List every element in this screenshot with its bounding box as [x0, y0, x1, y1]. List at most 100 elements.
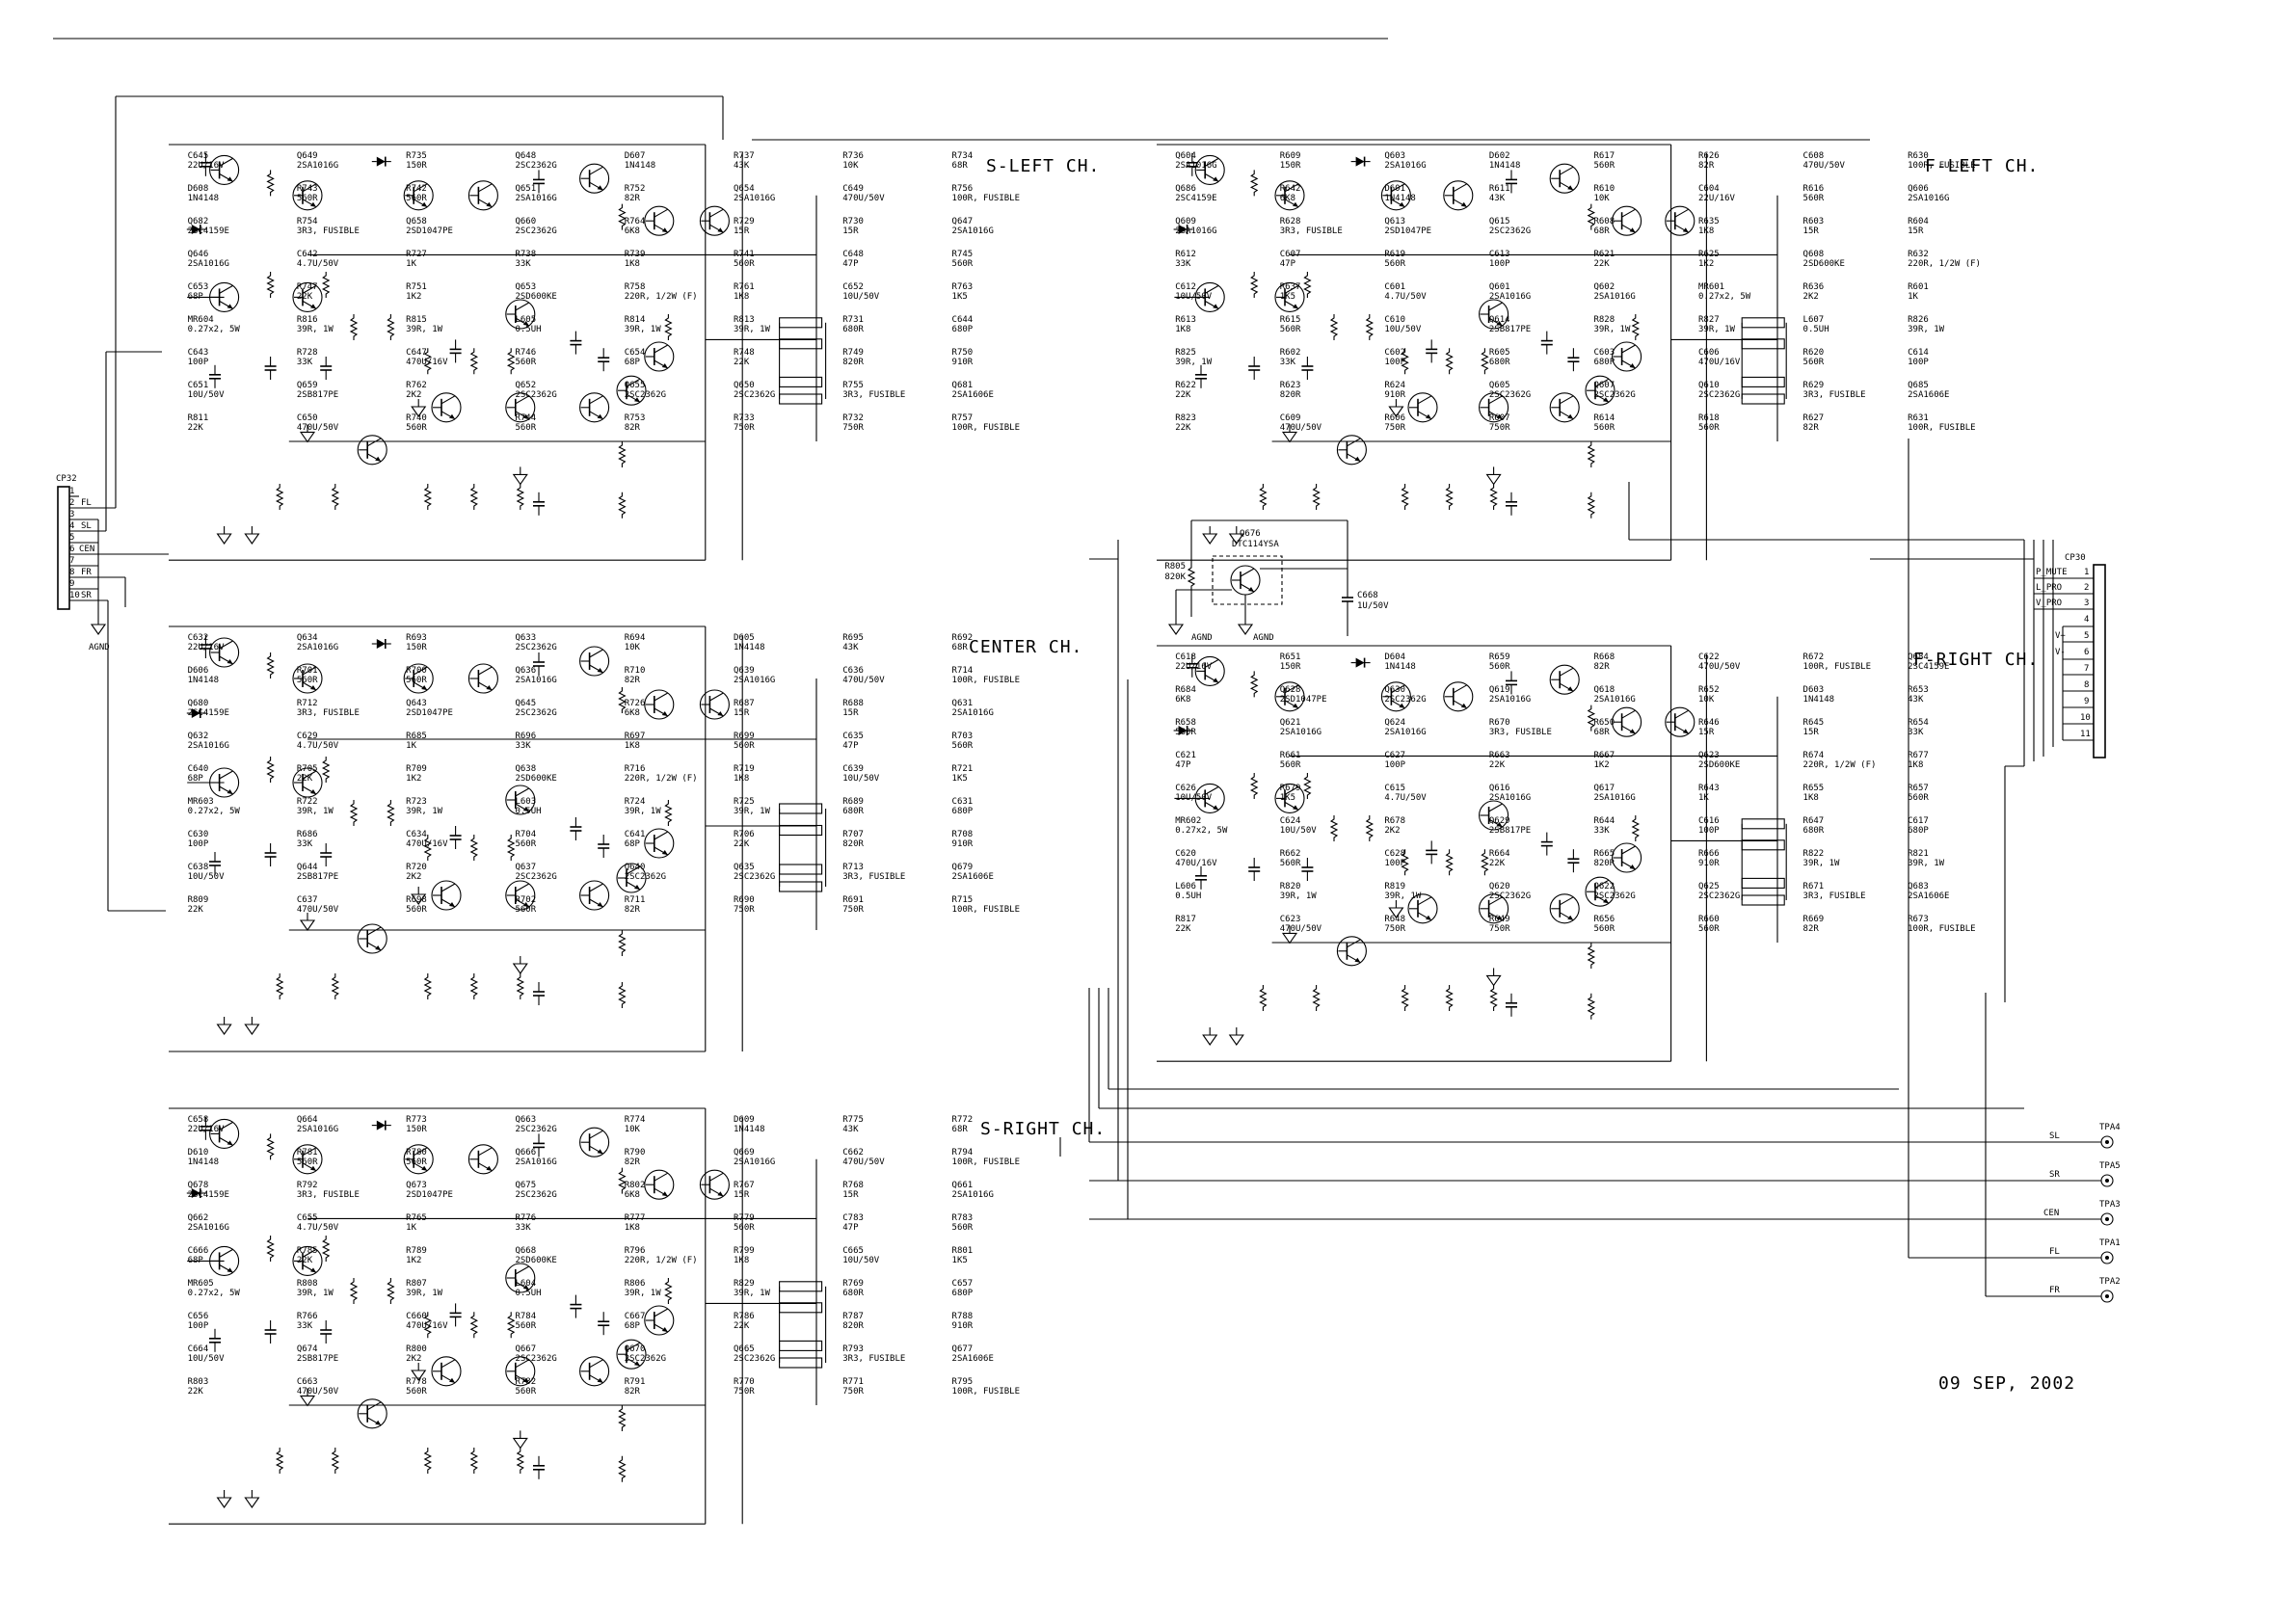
part-value: 2SA1016G	[952, 1190, 994, 1200]
part-ref: Q654	[734, 184, 755, 194]
cp30-pin-number: 5	[2084, 631, 2089, 641]
part-value: 10K	[625, 643, 641, 652]
part-ref: Q623	[1698, 751, 1720, 760]
resistor	[664, 799, 672, 827]
cp30-pin-number: 11	[2080, 730, 2091, 739]
part-ref: R617	[1593, 151, 1615, 161]
channel-title-s-left: S-LEFT CH.	[986, 156, 1100, 176]
part-ref: R789	[406, 1246, 427, 1256]
part-value: 560R	[1280, 859, 1301, 868]
part-ref: R726	[625, 699, 646, 708]
part-value: 22K	[297, 292, 313, 302]
part-value: 2SA1016G	[515, 676, 556, 685]
part-value: 68P	[188, 774, 204, 784]
transistor	[699, 205, 731, 236]
part-value: 560R	[1175, 728, 1196, 737]
transistor	[578, 646, 610, 677]
part-value: 2SC2362G	[515, 1354, 556, 1364]
cp32-pin-number: 9	[69, 579, 74, 589]
part-value: 10U/50V	[842, 1256, 880, 1265]
output-resistor	[779, 393, 823, 405]
part-value: 47P	[842, 1223, 859, 1233]
part-ref: R828	[1593, 315, 1615, 325]
part-value: 680R	[842, 325, 864, 334]
part-ref: C639	[842, 764, 864, 774]
resistor	[1632, 814, 1640, 842]
capacitor	[263, 842, 278, 867]
part-ref: R755	[842, 381, 864, 390]
part-value: 39R, 1W	[1384, 891, 1422, 901]
part-value: 15R	[734, 1190, 750, 1200]
part-value: 3R3, FUSIBLE	[297, 708, 360, 718]
part-ref: C783	[842, 1213, 864, 1223]
transistor	[643, 1169, 675, 1200]
part-value: 680R	[1803, 826, 1825, 836]
part-ref: R808	[297, 1279, 318, 1289]
part-ref: R684	[1175, 685, 1196, 695]
part-value: 1K5	[952, 774, 968, 784]
resistor	[1490, 984, 1498, 1012]
transistor	[643, 341, 675, 372]
resistor	[387, 313, 394, 341]
part-ref: Q677	[952, 1344, 974, 1354]
part-ref: R618	[1698, 413, 1720, 423]
part-ref: R627	[1803, 413, 1825, 423]
part-value: 2SA1016G	[1593, 695, 1635, 705]
part-ref: C623	[1280, 915, 1301, 924]
resistor	[1366, 814, 1374, 842]
part-value: 100P	[1908, 358, 1929, 367]
resistor	[1250, 670, 1258, 698]
ground-symbol	[513, 955, 528, 974]
capacitor	[532, 981, 546, 1006]
part-value: 4.7U/50V	[1384, 292, 1427, 302]
part-ref: Q655	[625, 381, 646, 390]
part-ref: R721	[952, 764, 974, 774]
cp30-pin-number: 4	[2084, 615, 2089, 625]
part-ref: Q675	[515, 1181, 536, 1190]
transistor	[357, 434, 388, 466]
resistor	[267, 652, 275, 679]
part-ref: R654	[1908, 718, 1929, 728]
part-ref: C609	[1280, 413, 1301, 423]
part-value: 15R	[842, 1190, 859, 1200]
part-value: 82R	[625, 905, 641, 915]
part-value: 15R	[734, 226, 750, 236]
part-value: 6K8	[625, 226, 640, 236]
mute-part-value: DTC114YSA	[1232, 540, 1279, 549]
part-ref: R698	[406, 895, 427, 905]
part-value: 2SA1016G	[515, 1157, 556, 1167]
cp30-pin-signal: V_PRO	[2036, 599, 2062, 608]
part-value: 43K	[1908, 695, 1924, 705]
part-ref: R650	[1593, 718, 1615, 728]
resistor	[1481, 347, 1488, 375]
output-signal: FR	[2049, 1286, 2060, 1295]
part-value: 2SD1047PE	[406, 708, 453, 718]
part-value: 39R, 1W	[297, 1289, 334, 1298]
part-ref: C634	[406, 830, 427, 839]
part-value: 560R	[297, 194, 318, 203]
part-value: 68R	[1593, 728, 1610, 737]
part-ref: R826	[1908, 315, 1929, 325]
part-value: 560R	[952, 741, 974, 751]
capacitor	[532, 1455, 546, 1480]
part-ref: Q629	[1489, 816, 1510, 826]
part-ref: R799	[734, 1246, 755, 1256]
part-value: 2SD600KE	[1803, 259, 1845, 269]
part-value: 68P	[188, 1256, 204, 1265]
part-ref: R821	[1908, 849, 1929, 859]
resistor	[507, 347, 515, 375]
part-value: 22K	[1175, 423, 1191, 433]
capacitor	[1505, 491, 1518, 517]
part-ref: R764	[625, 217, 646, 226]
part-value: 2SC2362G	[1593, 390, 1635, 400]
part-value: 560R	[734, 1223, 755, 1233]
part-ref: C612	[1175, 282, 1196, 292]
resistor	[1259, 984, 1267, 1012]
part-ref: C608	[1803, 151, 1825, 161]
part-value: 39R, 1W	[1280, 891, 1318, 901]
part-ref: Q613	[1384, 217, 1405, 226]
part-ref: Q608	[1803, 250, 1825, 259]
part-ref: R778	[406, 1377, 427, 1387]
part-ref: MR604	[188, 315, 214, 325]
part-ref: L607	[1803, 315, 1825, 325]
